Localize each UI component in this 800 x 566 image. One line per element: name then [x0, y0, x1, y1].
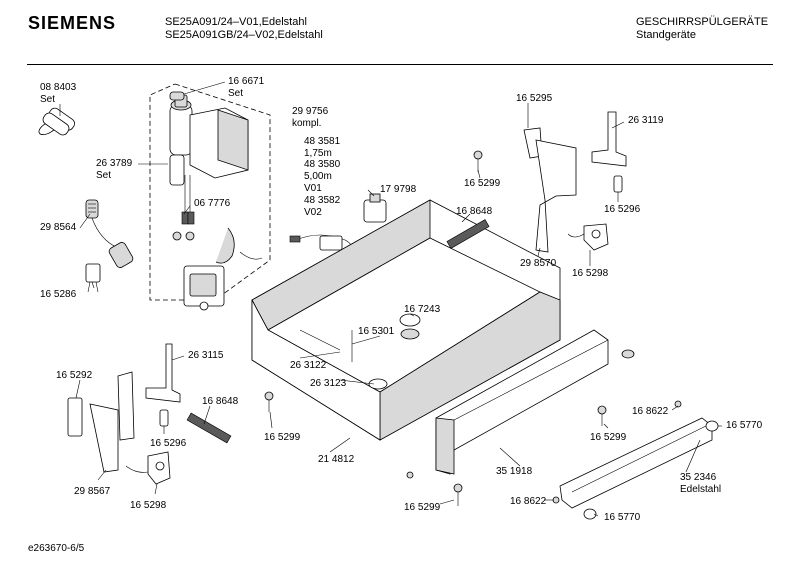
- clip-165286: [85, 263, 101, 293]
- label-166671: 16 6671: [228, 76, 265, 87]
- header-rule: [27, 64, 773, 65]
- label-168648-a: 16 8648: [456, 206, 493, 217]
- label-263789-set: Set: [96, 170, 112, 181]
- clip-165296b: [159, 409, 169, 427]
- model-line-2: SE25A091GB/24–V02,Edelstahl: [165, 29, 323, 41]
- label-165296-a: 16 5296: [604, 204, 641, 215]
- label-165299-c: 16 5299: [590, 432, 627, 443]
- leader-lines: [59, 81, 722, 517]
- label-165298-a: 16 5298: [572, 268, 609, 279]
- base-frame-214812: [251, 199, 561, 441]
- label-500m: 5,00m: [304, 171, 332, 182]
- category-line-2: Standgeräte: [636, 29, 696, 41]
- foot-165770b: [583, 508, 597, 520]
- label-179798: 17 9798: [380, 184, 417, 195]
- label-263123: 26 3123: [310, 378, 347, 389]
- label-165301: 16 5301: [358, 326, 395, 337]
- label-edelstahl: Edelstahl: [680, 484, 722, 495]
- rail-168648a: [446, 219, 490, 249]
- label-263122: 26 3122: [290, 360, 327, 371]
- label-v02: V02: [304, 207, 322, 218]
- screw-misc: [406, 471, 414, 479]
- label-263115: 26 3115: [188, 350, 224, 361]
- panel-352346: [559, 417, 713, 509]
- bracket-263115: [145, 343, 181, 403]
- label-298564: 29 8564: [40, 222, 77, 233]
- label-088403: 08 8403: [40, 82, 77, 93]
- label-165292: 16 5292: [56, 370, 93, 381]
- label-175m: 1,75m: [304, 148, 332, 159]
- label-298570: 29 8570: [520, 258, 557, 269]
- screw-165299d: [453, 483, 463, 506]
- label-165298-b: 16 5298: [130, 500, 167, 511]
- label-352346: 35 2346: [680, 472, 717, 483]
- label-088403-set: Set: [40, 94, 56, 105]
- label-165770-b: 16 5770: [604, 512, 641, 523]
- label-165299-d: 16 5299: [404, 502, 441, 513]
- set-166671: [169, 91, 185, 101]
- cable-483581: [289, 234, 353, 256]
- drawing-id: e263670-6/5: [28, 543, 85, 554]
- hose-067776: [183, 227, 263, 311]
- label-214812: 21 4812: [318, 454, 355, 465]
- label-263789: 26 3789: [96, 158, 133, 169]
- label-067776: 06 7776: [194, 198, 231, 209]
- bracket-263119: [591, 111, 627, 167]
- water-valve-assembly: [169, 94, 249, 241]
- label-166671-set: Set: [228, 88, 244, 99]
- hinge-165298b: [125, 451, 171, 485]
- filter-298564: [85, 199, 134, 268]
- label-298567: 29 8567: [74, 486, 111, 497]
- washer: [621, 349, 635, 359]
- clip-165292: [67, 397, 83, 437]
- part-179798: [363, 193, 387, 223]
- label-351918: 35 1918: [496, 466, 533, 477]
- label-167243: 16 7243: [404, 304, 441, 315]
- label-483582: 48 3582: [304, 195, 341, 206]
- label-483581: 48 3581: [304, 136, 341, 147]
- brand-logo: SIEMENS: [28, 13, 117, 33]
- label-165286: 16 5286: [40, 289, 77, 300]
- label-483580: 48 3580: [304, 159, 341, 170]
- model-line-1: SE25A091/24–V01,Edelstahl: [165, 16, 307, 28]
- screw-165299a: [473, 150, 483, 172]
- label-263119: 26 3119: [628, 115, 664, 126]
- screw-165299c: [597, 405, 607, 426]
- category-line-1: GESCHIRRSPÜLGERÄTE: [636, 16, 769, 28]
- label-v01: V01: [304, 183, 322, 194]
- foot-165770a: [705, 420, 719, 432]
- clip-165296a: [613, 175, 623, 193]
- panel-351918: [435, 329, 609, 475]
- set-088403: [38, 107, 75, 136]
- label-165299-b: 16 5299: [264, 432, 301, 443]
- screw-165299b: [264, 391, 274, 412]
- label-299756: 29 9756: [292, 106, 329, 117]
- label-165299-a: 16 5299: [464, 178, 501, 189]
- label-168648-b: 16 8648: [202, 396, 239, 407]
- label-165295: 16 5295: [516, 93, 553, 104]
- label-299756-kompl: kompl.: [292, 118, 322, 129]
- label-168622-b: 16 8622: [510, 496, 547, 507]
- screw-168622a: [674, 400, 682, 408]
- label-165296-b: 16 5296: [150, 438, 187, 449]
- label-168622-a: 16 8622: [632, 406, 669, 417]
- label-165770-a: 16 5770: [726, 420, 763, 431]
- bracket-298567: [89, 371, 135, 473]
- hinge-165298a: [567, 223, 609, 251]
- rail-168648b: [186, 412, 232, 444]
- bracket-165295: [523, 127, 577, 253]
